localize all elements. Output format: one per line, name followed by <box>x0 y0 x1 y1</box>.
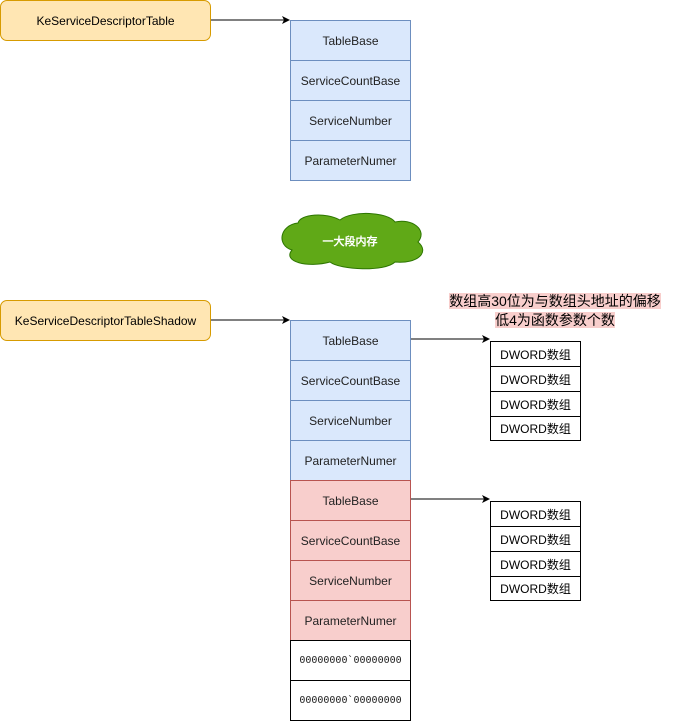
table1-row-text: ServiceCountBase <box>300 73 401 88</box>
table1-row-servicecountbase: ServiceCountBase <box>290 60 411 101</box>
dword-array-item: DWORD数组 <box>490 501 581 527</box>
kesdt-label: KeServiceDescriptorTable <box>0 0 211 41</box>
table2-empty-row: 00000000`00000000 <box>290 640 411 681</box>
table1-row-text: TableBase <box>322 33 379 48</box>
table2-empty-row-text: 00000000`00000000 <box>299 655 402 666</box>
table2-shadow-row-text: ServiceCountBase <box>300 533 401 548</box>
kesdt-shadow-label: KeServiceDescriptorTableShadow <box>0 300 211 341</box>
table2-shadow-row-parameternumer: ParameterNumer <box>290 600 411 641</box>
dword-array-text: DWORD数组 <box>500 372 571 387</box>
table2-row-servicecountbase: ServiceCountBase <box>290 360 411 401</box>
dword-array-item: DWORD数组 <box>490 391 581 417</box>
dword-array-item: DWORD数组 <box>490 551 581 577</box>
table2-empty-row-text: 00000000`00000000 <box>299 695 402 706</box>
cloud-shape <box>281 213 424 270</box>
table2-row-parameternumer: ParameterNumer <box>290 440 411 481</box>
table2-empty-row: 00000000`00000000 <box>290 680 411 721</box>
table1-row-text: ParameterNumer <box>304 153 397 168</box>
note-line1: 数组高30位为与数组头地址的偏移 <box>449 293 661 309</box>
dword-array-text: DWORD数组 <box>500 582 571 596</box>
dword-array-text: DWORD数组 <box>500 507 571 522</box>
dword-array-item: DWORD数组 <box>490 341 581 367</box>
table2-row-text: ServiceNumber <box>309 413 392 428</box>
dword-array-item: DWORD数组 <box>490 416 581 441</box>
cloud-text: 一大段内存 <box>322 236 378 248</box>
table2-row-servicenumber: ServiceNumber <box>290 400 411 441</box>
dword-array-text: DWORD数组 <box>500 557 571 572</box>
dword-array-text: DWORD数组 <box>500 347 571 362</box>
table2-shadow-row-servicecountbase: ServiceCountBase <box>290 520 411 561</box>
dword-array-text: DWORD数组 <box>500 422 571 436</box>
note-line2: 低4为函数参数个数 <box>495 312 615 328</box>
table2-shadow-row-text: TableBase <box>322 493 379 508</box>
table2-shadow-row-servicenumber: ServiceNumber <box>290 560 411 601</box>
annotation-note: 数组高30位为与数组头地址的偏移 低4为函数参数个数 <box>430 292 680 332</box>
dword-array-text: DWORD数组 <box>500 397 571 412</box>
kesdt-shadow-label-text: KeServiceDescriptorTableShadow <box>14 313 197 328</box>
kesdt-label-text: KeServiceDescriptorTable <box>36 13 175 28</box>
table2-shadow-row-tablebase: TableBase <box>290 480 411 521</box>
table1-row-text: ServiceNumber <box>309 113 392 128</box>
table1-row-tablebase: TableBase <box>290 20 411 61</box>
dword-array-item: DWORD数组 <box>490 576 581 601</box>
dword-array-text: DWORD数组 <box>500 532 571 547</box>
table2-row-text: TableBase <box>322 333 379 348</box>
dword-array-item: DWORD数组 <box>490 366 581 392</box>
table2-row-text: ParameterNumer <box>304 453 397 468</box>
table2-row-tablebase: TableBase <box>290 320 411 361</box>
table2-shadow-row-text: ServiceNumber <box>309 573 392 588</box>
table2-row-text: ServiceCountBase <box>300 373 401 388</box>
table2-shadow-row-text: ParameterNumer <box>304 613 397 628</box>
dword-array-item: DWORD数组 <box>490 526 581 552</box>
table1-row-parameternumer: ParameterNumer <box>290 140 411 181</box>
cloud-label: 一大段内存 <box>290 230 410 252</box>
table1-row-servicenumber: ServiceNumber <box>290 100 411 141</box>
